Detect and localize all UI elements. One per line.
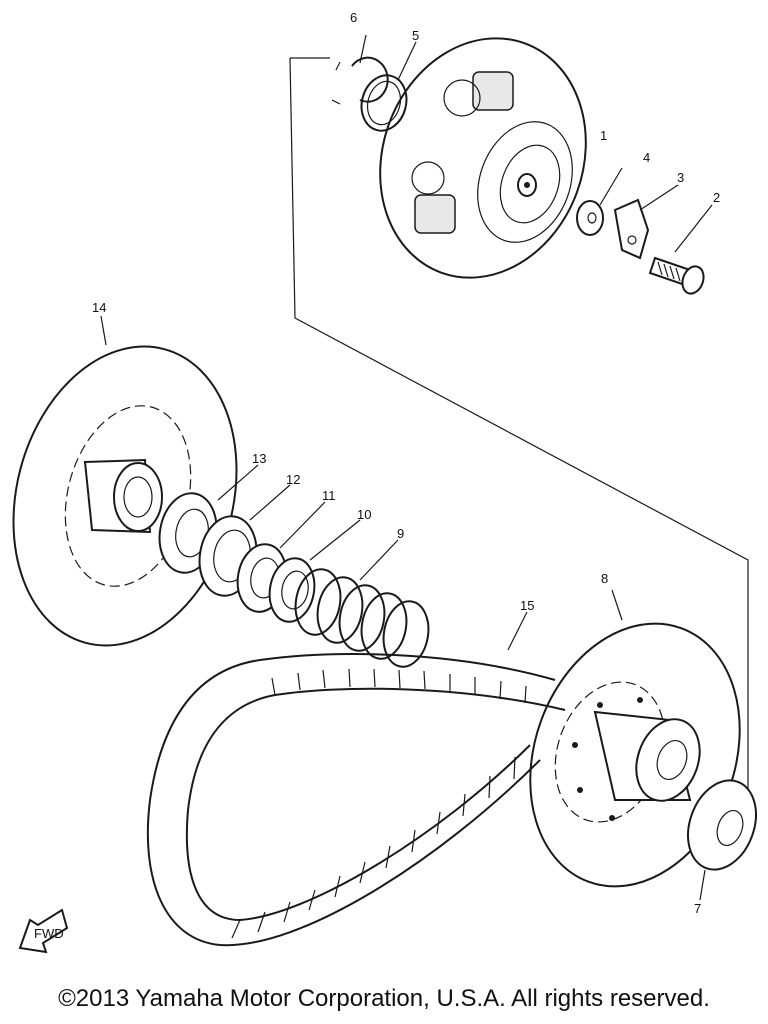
copyright-notice: ©2013 Yamaha Motor Corporation, U.S.A. A… <box>58 985 710 1012</box>
exploded-parts-diagram: FWD 6 5 1 4 3 2 14 13 12 11 10 9 15 8 7 <box>12 10 757 954</box>
part-15-belt <box>146 653 566 947</box>
part-4-washer <box>576 200 604 236</box>
label-2: 2 <box>713 190 720 205</box>
part-9-spring <box>294 568 430 668</box>
label-7: 7 <box>694 901 701 916</box>
label-1: 1 <box>600 128 607 143</box>
label-3: 3 <box>677 170 684 185</box>
part-7-washer <box>687 779 757 871</box>
label-13: 13 <box>252 451 266 466</box>
label-6: 6 <box>350 10 357 25</box>
part-6-clip <box>331 56 389 105</box>
label-10: 10 <box>357 507 371 522</box>
label-4: 4 <box>643 150 650 165</box>
part-2-bolt <box>648 256 705 295</box>
part-5-ring <box>360 74 408 132</box>
label-11: 11 <box>322 488 336 503</box>
label-8: 8 <box>601 571 608 586</box>
part-8-pulley <box>529 622 741 888</box>
label-14: 14 <box>92 300 106 315</box>
part-10-seat <box>268 557 316 623</box>
label-5: 5 <box>412 28 419 43</box>
label-15: 15 <box>520 598 534 613</box>
label-12: 12 <box>286 472 300 487</box>
label-9: 9 <box>397 526 404 541</box>
fwd-arrow-icon: FWD <box>18 908 69 954</box>
part-14-disc <box>12 345 238 647</box>
group-outline <box>289 57 749 840</box>
part-3-plate <box>613 198 650 260</box>
part-1-sheave <box>379 37 587 279</box>
fwd-label: FWD <box>34 926 64 941</box>
